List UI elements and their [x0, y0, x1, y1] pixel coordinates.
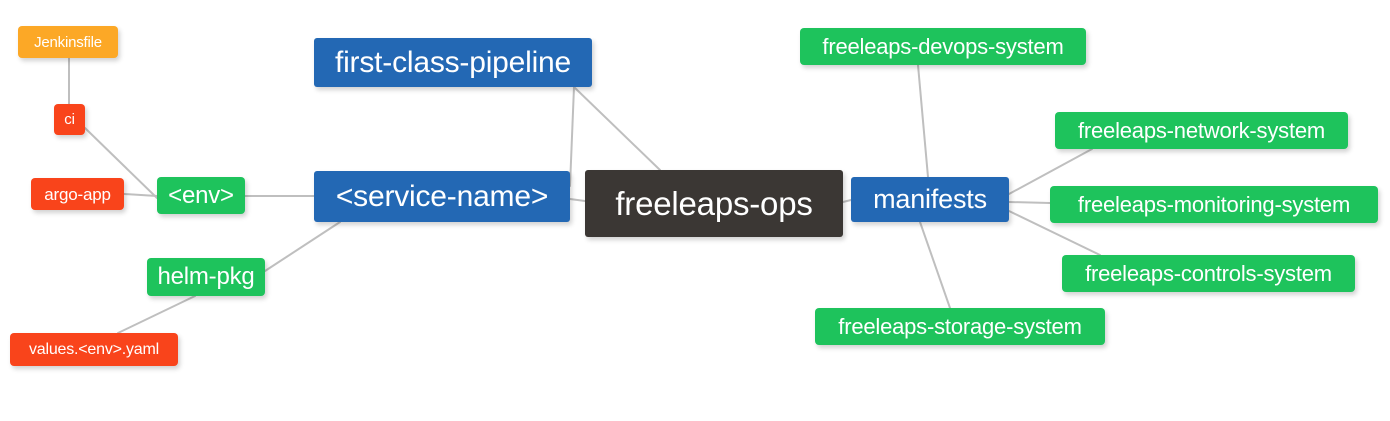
node-label: ci — [64, 111, 75, 128]
node-network-system[interactable]: freeleaps-network-system — [1055, 112, 1348, 149]
node-label: freeleaps-network-system — [1077, 117, 1326, 143]
node-devops-system[interactable]: freeleaps-devops-system — [800, 28, 1086, 65]
node-label: <env> — [168, 181, 234, 209]
edge-manifests-to-storage — [919, 221, 951, 309]
edge-helm-pkg-to-values-yaml — [117, 295, 196, 334]
node-manifests[interactable]: manifests — [851, 177, 1009, 222]
node-label: manifests — [873, 184, 987, 214]
node-monitoring[interactable]: freeleaps-monitoring-system — [1050, 186, 1378, 223]
edge-argo-app-to-env — [123, 193, 158, 197]
edge-manifests-to-devops-system — [917, 64, 929, 178]
node-label: freeleaps-ops — [615, 185, 813, 222]
node-storage[interactable]: freeleaps-storage-system — [815, 308, 1105, 345]
node-root[interactable]: freeleaps-ops — [585, 170, 843, 237]
node-label: helm-pkg — [157, 263, 255, 290]
node-values-yaml[interactable]: values.<env>.yaml — [10, 333, 178, 366]
node-label: freeleaps-controls-system — [1085, 260, 1332, 286]
node-ci[interactable]: ci — [54, 104, 85, 135]
node-label: freeleaps-storage-system — [838, 313, 1082, 339]
edge-service-name-to-helm-pkg — [264, 221, 341, 272]
node-label: freeleaps-monitoring-system — [1077, 191, 1351, 217]
node-pipeline[interactable]: first-class-pipeline — [314, 38, 592, 87]
node-label: Jenkinsfile — [34, 33, 102, 51]
edge-manifests-to-monitoring — [1008, 201, 1051, 204]
edge-service-name-to-pipeline — [569, 86, 575, 187]
node-env[interactable]: <env> — [157, 177, 245, 214]
node-label: <service-name> — [335, 179, 549, 213]
edge-pipeline-to-root — [573, 86, 661, 171]
node-service-name[interactable]: <service-name> — [314, 171, 570, 222]
node-label: first-class-pipeline — [334, 45, 572, 79]
node-label: values.<env>.yaml — [28, 340, 159, 358]
node-argo-app[interactable]: argo-app — [31, 178, 124, 210]
node-label: freeleaps-devops-system — [822, 33, 1064, 59]
edge-service-name-to-root — [569, 198, 586, 202]
node-jenkinsfile[interactable]: Jenkinsfile — [18, 26, 118, 58]
node-label: argo-app — [44, 184, 111, 204]
edge-root-to-manifests — [842, 199, 852, 203]
node-controls[interactable]: freeleaps-controls-system — [1062, 255, 1355, 292]
node-helm-pkg[interactable]: helm-pkg — [147, 258, 265, 296]
